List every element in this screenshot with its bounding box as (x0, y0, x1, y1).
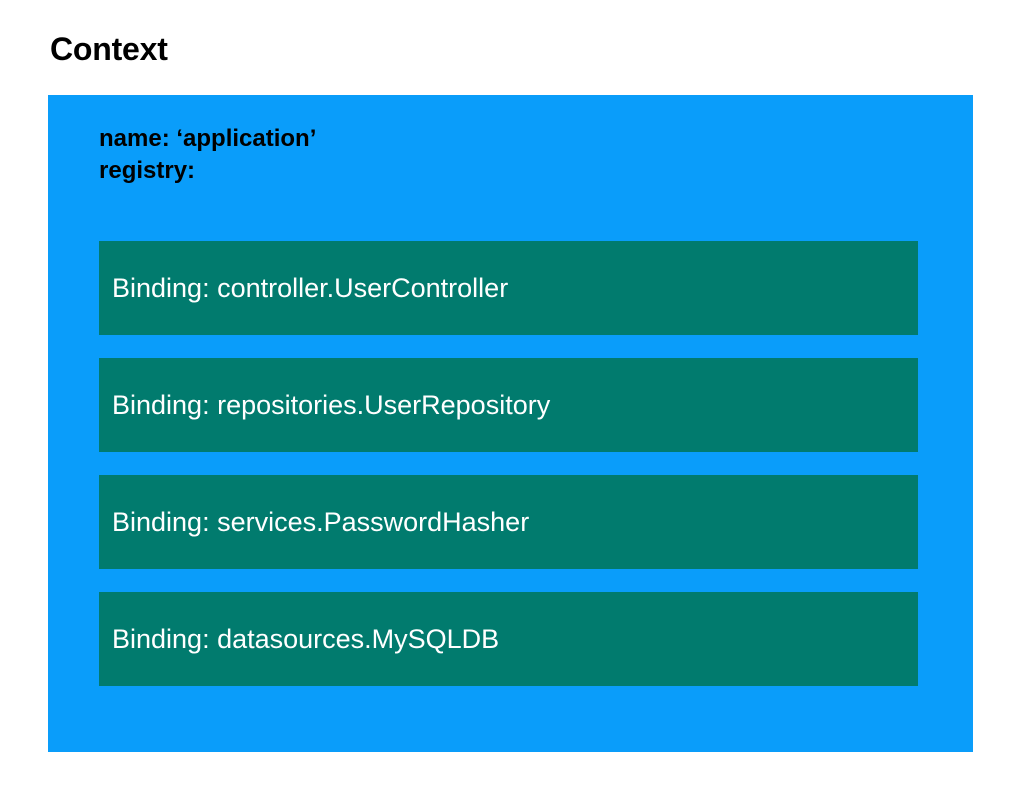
bindings-list: Binding: controller.UserController Bindi… (99, 241, 918, 686)
context-container: name: ‘application’ registry: Binding: c… (48, 95, 973, 752)
binding-label: Binding: repositories.UserRepository (112, 390, 551, 420)
context-header: name: ‘application’ registry: (99, 123, 316, 187)
binding-label: Binding: datasources.MySQLDB (112, 624, 500, 654)
context-registry-line: registry: (99, 157, 196, 184)
page-title: Context (50, 31, 168, 67)
context-name-line: name: ‘application’ (99, 125, 317, 152)
binding-box-repository: Binding: repositories.UserRepository (99, 358, 918, 452)
binding-label: Binding: services.PasswordHasher (112, 507, 530, 537)
binding-box-password-hasher: Binding: services.PasswordHasher (99, 475, 918, 569)
binding-box-mysqldb: Binding: datasources.MySQLDB (99, 592, 918, 686)
binding-box-controller: Binding: controller.UserController (99, 241, 918, 335)
binding-label: Binding: controller.UserController (112, 273, 509, 303)
